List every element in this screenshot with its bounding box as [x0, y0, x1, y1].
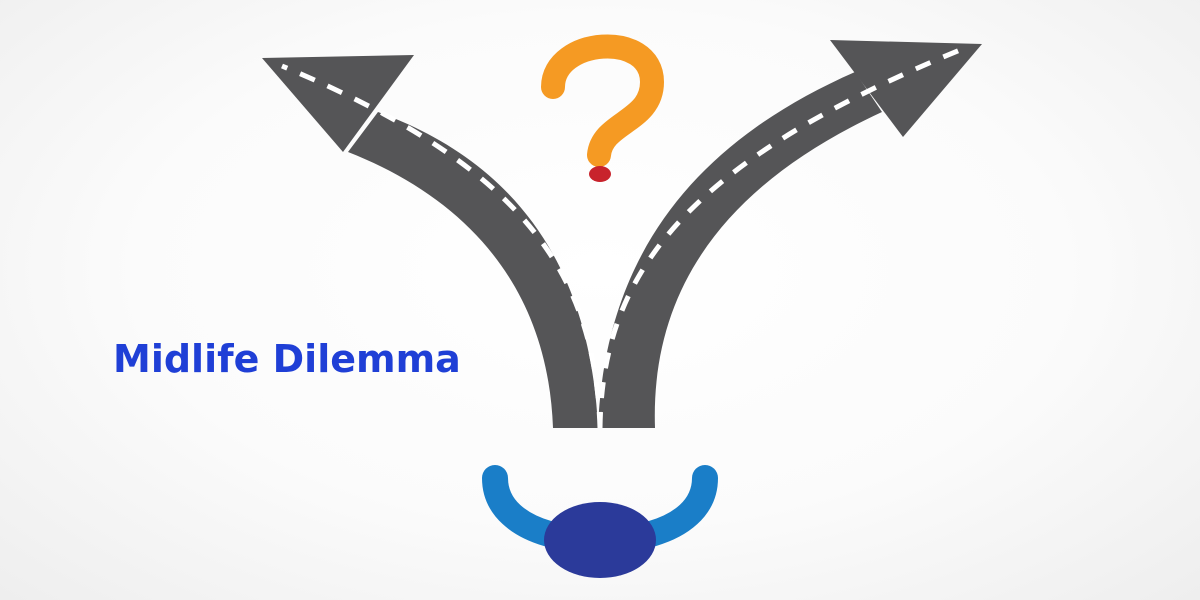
question-mark-dot — [589, 166, 611, 182]
question-mark-curve — [541, 34, 665, 167]
question-mark-icon — [541, 34, 665, 182]
caption-title: Midlife Dilemma — [113, 337, 461, 381]
road-right-arrowhead — [830, 40, 982, 137]
person-icon — [482, 465, 718, 578]
road-left-branch — [348, 112, 598, 428]
road-left-lane-marking — [281, 63, 603, 429]
road-left-arrowhead — [262, 55, 414, 152]
forked-road-icon — [262, 40, 982, 429]
person-head — [544, 502, 656, 578]
road-right-lane-marking — [597, 45, 966, 429]
